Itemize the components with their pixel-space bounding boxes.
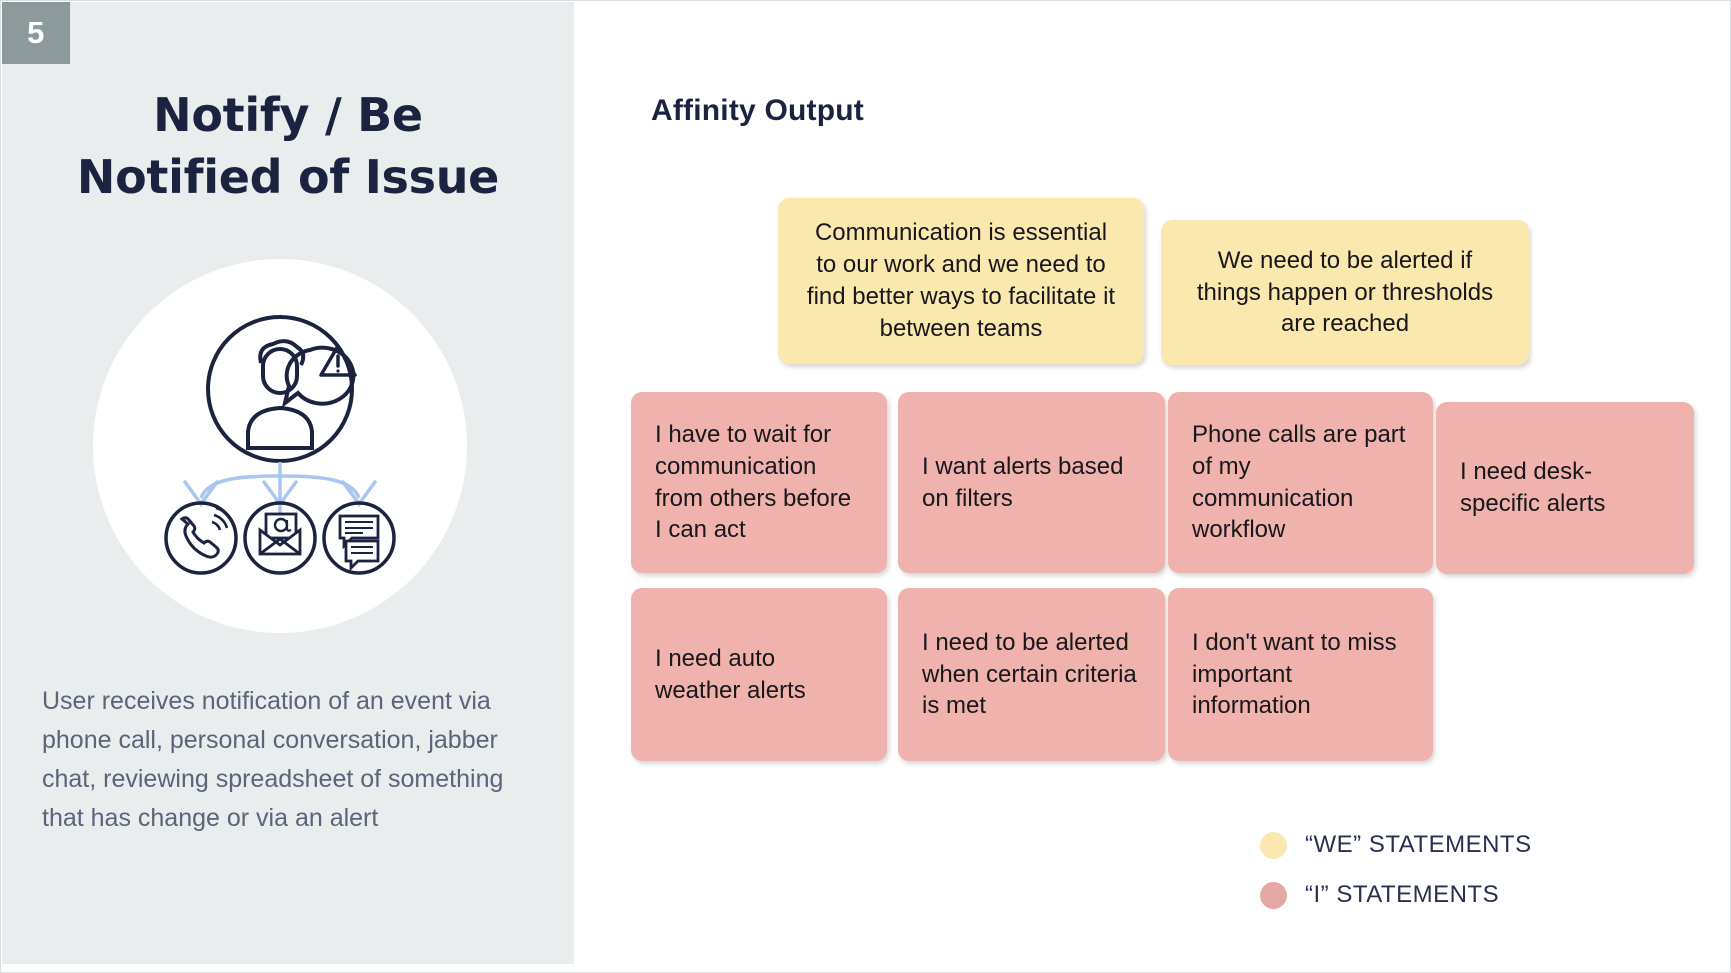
i-statement-card[interactable]: I need auto weather alerts: [631, 588, 887, 761]
card-text: I need auto weather alerts: [655, 644, 806, 704]
slide-number-badge: 5: [2, 2, 70, 64]
page-title-line1: Notify / Be: [153, 88, 423, 142]
panel-description: User receives notification of an event v…: [42, 687, 504, 832]
legend-swatch-i-icon: [1260, 881, 1287, 909]
i-statement-card[interactable]: I don't want to miss important informati…: [1168, 588, 1433, 761]
legend: “WE” STATEMENTS “I” STATEMENTS: [1260, 820, 1560, 920]
email-icon: [243, 501, 317, 575]
user-with-alert-icon: [206, 315, 357, 463]
i-statement-card[interactable]: I need desk-specific alerts: [1436, 402, 1694, 574]
card-text: I want alerts based on filters: [922, 452, 1124, 512]
sidebar: 5 Notify / Be Notified of Issue: [2, 2, 574, 964]
i-statement-card[interactable]: I want alerts based on filters: [898, 392, 1165, 573]
legend-item-i: “I” STATEMENTS: [1260, 870, 1560, 920]
content-title: Affinity Output: [651, 94, 864, 127]
legend-label-we: “WE” STATEMENTS: [1305, 831, 1532, 858]
we-statement-card[interactable]: We need to be alerted if things happen o…: [1161, 220, 1529, 365]
card-text: Communication is essential to our work a…: [806, 219, 1116, 342]
slide-number-label: 5: [27, 15, 45, 50]
i-statement-card[interactable]: I have to wait for communication from ot…: [631, 392, 887, 573]
card-text: Phone calls are part of my communication…: [1192, 420, 1406, 544]
legend-item-we: “WE” STATEMENTS: [1260, 820, 1560, 870]
i-statement-card[interactable]: Phone calls are part of my communication…: [1168, 392, 1433, 573]
card-text: I have to wait for communication from ot…: [655, 420, 852, 544]
phone-call-icon: [164, 501, 238, 575]
card-text: I need desk-specific alerts: [1460, 458, 1606, 517]
notification-illustration: [88, 254, 472, 638]
legend-swatch-we-icon: [1260, 831, 1287, 859]
page-title-line2: Notified of Issue: [76, 150, 500, 205]
i-statement-card[interactable]: I need to be alerted when certain criter…: [898, 588, 1165, 761]
chat-icon: [322, 501, 396, 575]
page-title: Notify / Be Notified of Issue: [2, 84, 574, 208]
legend-label-i: “I” STATEMENTS: [1305, 881, 1500, 908]
content-panel: Affinity Output Communication is essenti…: [574, 2, 1729, 971]
card-text: We need to be alerted if things happen o…: [1196, 246, 1494, 338]
card-text: I don't want to miss important informati…: [1192, 628, 1397, 720]
we-statement-card[interactable]: Communication is essential to our work a…: [778, 198, 1144, 364]
card-text: I need to be alerted when certain criter…: [922, 628, 1137, 720]
